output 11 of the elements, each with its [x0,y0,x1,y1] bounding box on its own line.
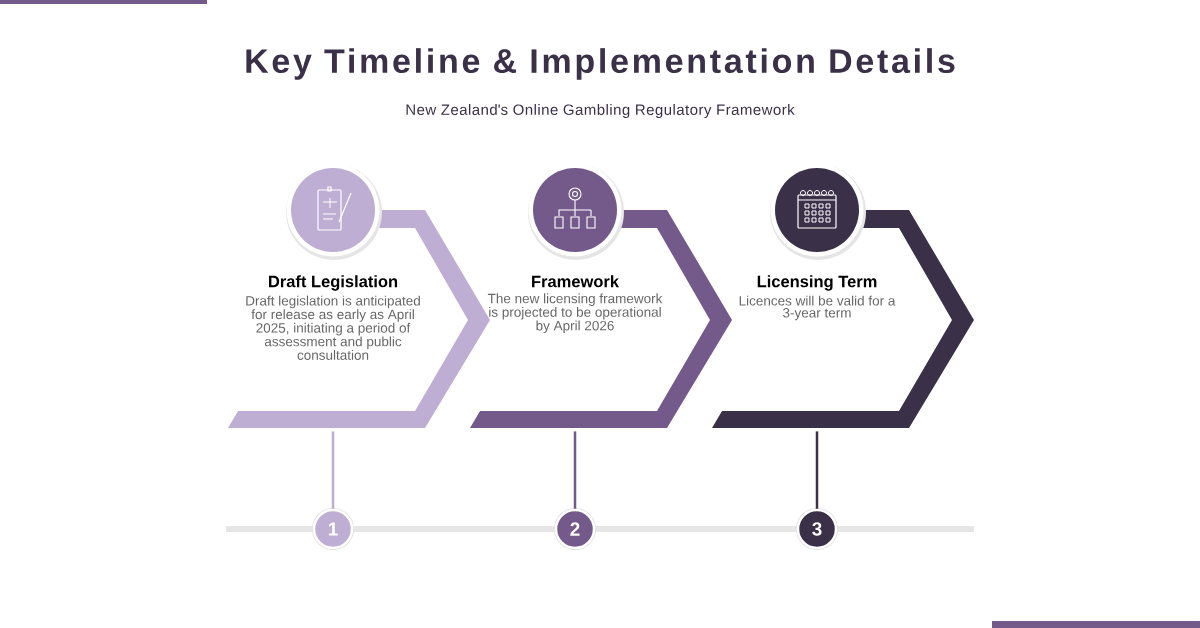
step-number: 3 [796,508,838,550]
connector-line [815,431,819,509]
chevron-card: Licensing Term Licences will be valid for a 3-year term [712,210,974,428]
step-number: 1 [312,508,354,550]
title: Key Timeline & Implementation Details [246,48,955,80]
step-number: 2 [554,508,596,550]
chevron-card: Framework The new licensing framework is projected to be operational by April 2026 [470,210,732,428]
connector-line [573,431,577,509]
connector-line [331,431,335,509]
subtitle: New Zealand's Online Gambling Regulatory Framework [406,104,795,118]
chevron-card: Draft Legislation Draft legislation is anticipated for release as early as April 2025, initiating a period of assessment and public consultation [228,210,490,428]
